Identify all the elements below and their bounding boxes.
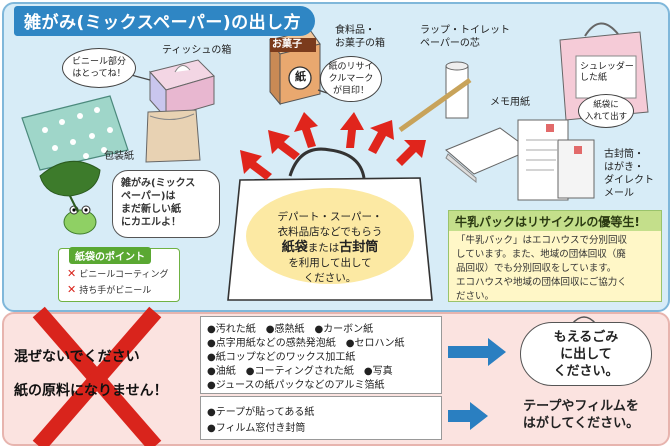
tissue-bubble-line: はとってね！ bbox=[72, 69, 126, 79]
red-arrows-icon bbox=[240, 112, 426, 180]
burnable-result: もえるごみに出してください。 bbox=[520, 322, 652, 386]
shredder-bag-icon bbox=[559, 22, 649, 121]
no-mix-list: ●汚れた紙 ●感熱紙 ●カーボン紙 ●点字用紙などの感熱発泡紙 ●セロハン紙 ●… bbox=[200, 316, 442, 394]
frog-note: 雑がみ(ミックスペーパー)はまだ新しい紙にカエルよ！ bbox=[112, 170, 220, 238]
list-item: ●ジュースの紙パックなどのアルミ箔紙 bbox=[207, 380, 385, 391]
shredder-label: シュレッダーした紙 bbox=[580, 62, 634, 83]
wrap-core-label: ラップ・トイレットペーパーの芯 bbox=[420, 25, 510, 49]
tissue-bubble: ビニール部分はとってね！ bbox=[62, 48, 136, 88]
list-item: ●テープが貼ってある紙 bbox=[207, 407, 315, 418]
tissue-box-label: ティッシュの箱 bbox=[162, 45, 232, 56]
wrapping-paper-label: 包装紙 bbox=[104, 151, 134, 162]
bag-instructions: デパート・スーパー・ 衣料品店などでもらう 紙袋または古封筒 を利用して出して … bbox=[277, 211, 383, 284]
bag-point-item: ✕ビニールコーティング bbox=[67, 267, 169, 280]
bag-point-item: ✕持ち手がビニール bbox=[67, 283, 152, 296]
envelope-label: 古封筒・はがき・ダイレクトメール bbox=[604, 149, 654, 199]
small-paper-bag-icon bbox=[145, 109, 201, 163]
bag-points-heading: 紙袋のポイント bbox=[69, 247, 151, 264]
milk-pack-heading: 牛乳パックはリサイクルの優等生! bbox=[449, 211, 661, 231]
bag-points-box: 紙袋のポイント ✕ビニールコーティング ✕持ち手がビニール bbox=[58, 247, 180, 302]
prohibited-x-icon bbox=[32, 306, 162, 446]
milk-pack-box: 牛乳パックはリサイクルの優等生! 「牛乳パック」はエコハウスで分別回収しています… bbox=[448, 210, 662, 302]
arrow-to-tape-icon bbox=[448, 402, 488, 430]
list-item: ●油紙 ●コーティングされた紙 ●写真 bbox=[207, 366, 393, 377]
large-paper-bag-icon bbox=[227, 147, 433, 301]
warning-line-2: 紙の原料になりません！ bbox=[14, 383, 168, 399]
snack-box-label: 食料品・お菓子の箱 bbox=[335, 25, 385, 49]
shredder-bubble: 紙袋に入れて出す bbox=[578, 94, 634, 128]
arrow-to-burnable-icon bbox=[448, 338, 506, 366]
page-title: 雑がみ(ミックスペーパー)の出し方 bbox=[14, 6, 316, 36]
memo-paper-label: メモ用紙 bbox=[490, 97, 530, 108]
list-item: ●点字用紙などの感熱発泡紙 ●セロハン紙 bbox=[207, 338, 405, 349]
memo-paper-icon bbox=[445, 127, 532, 184]
tissue-bubble-line: ビニール部分 bbox=[71, 57, 126, 67]
recycle-mark-bubble: 紙のリサイクルマークが目印！ bbox=[320, 56, 382, 102]
snack-box-icon bbox=[269, 29, 321, 106]
list-item: ●汚れた紙 ●感熱紙 ●カーボン紙 bbox=[207, 324, 374, 335]
paper-core-icon bbox=[398, 61, 472, 133]
tissue-box-icon bbox=[149, 59, 215, 120]
x-icon: ✕ bbox=[67, 267, 77, 280]
frog-icon bbox=[39, 160, 101, 235]
paper-mark: 紙 bbox=[295, 70, 306, 83]
list-item: ●紙コップなどのワックス加工紙 bbox=[207, 352, 356, 363]
tape-result: テープやフィルムをはがしてください。 bbox=[522, 399, 640, 431]
x-icon: ✕ bbox=[67, 283, 77, 296]
snack-badge: お菓子 bbox=[272, 39, 302, 50]
wrapping-paper-icon bbox=[21, 95, 129, 171]
milk-pack-body: 「牛乳パック」はエコハウスで分別回収しています。また、地域の団体回収（廃品回収）… bbox=[456, 235, 628, 302]
list-item: ●フィルム窓付き封筒 bbox=[207, 423, 306, 434]
warning-line-1: 混ぜないでください bbox=[14, 349, 140, 365]
tape-list: ●テープが貼ってある紙 ●フィルム窓付き封筒 bbox=[200, 396, 442, 440]
envelope-icon bbox=[517, 119, 595, 201]
